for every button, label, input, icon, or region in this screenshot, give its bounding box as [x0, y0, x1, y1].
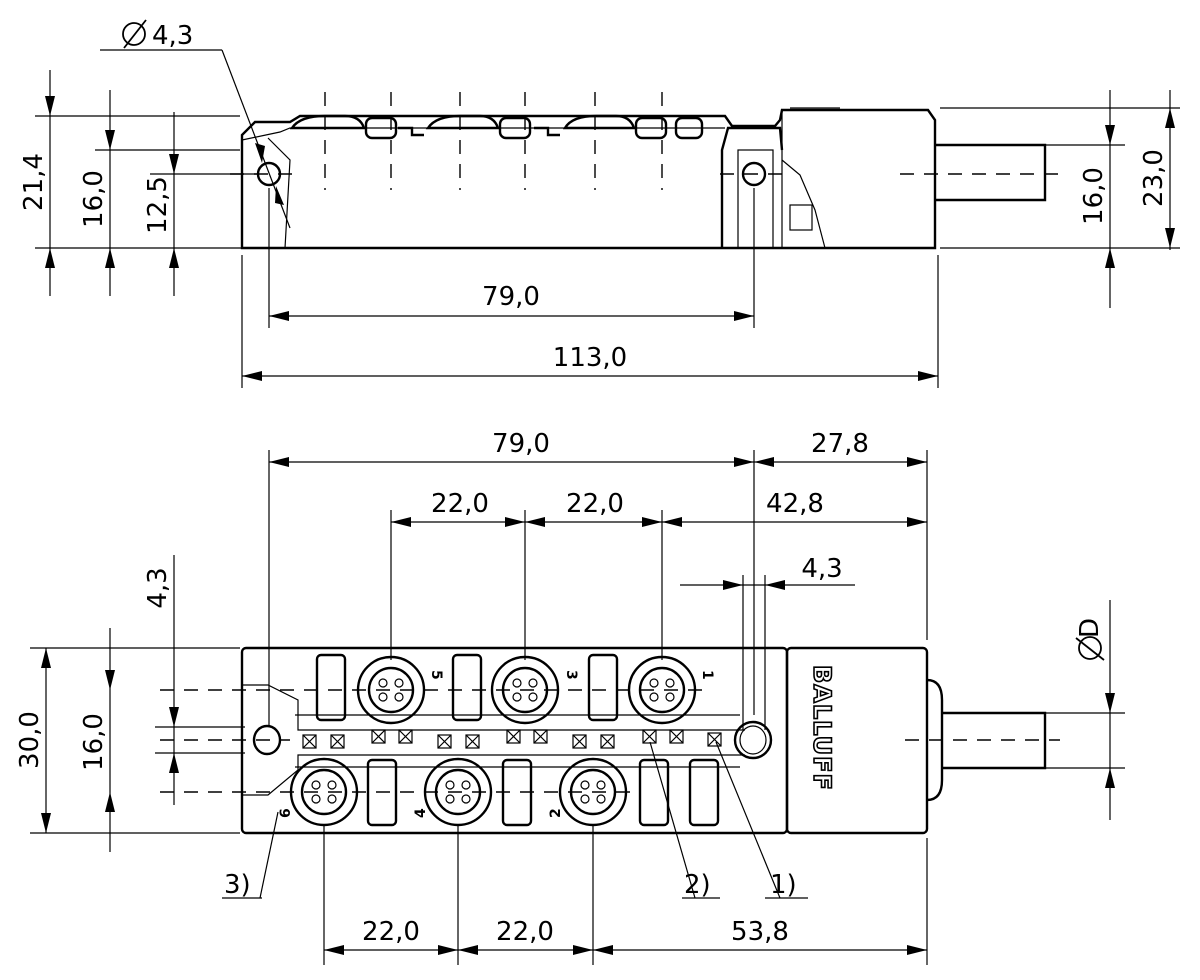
port-5-socket-icon	[356, 655, 426, 725]
dim-side-hole-diameter: 4,3	[152, 21, 193, 51]
dim-top-hole-spacing: 79,0	[492, 429, 550, 459]
port-label-2: 2	[548, 808, 564, 818]
port-label-4: 4	[413, 808, 429, 818]
dim-top-hole-width: 4,3	[801, 554, 842, 584]
dim-top-vertical-43: 4,3	[143, 567, 173, 608]
port-label-5: 5	[428, 670, 444, 680]
callouts: 1) 2) 3)	[222, 741, 808, 900]
dim-top-row-spacing: 16,0	[79, 713, 109, 771]
status-led-row	[302, 729, 722, 749]
dim-side-height-16: 16,0	[79, 170, 109, 228]
brand-logo: BALLUFF	[808, 665, 836, 791]
dim-side-head-height: 23,0	[1139, 149, 1169, 207]
dim-top-offset-right: 42,8	[766, 489, 824, 519]
dim-cable-diameter: D	[1075, 618, 1105, 638]
top-mount-hole-right	[733, 720, 773, 760]
dim-side-height-12: 12,5	[143, 176, 173, 234]
callout-1: 1)	[770, 870, 797, 900]
dim-side-hole-spacing: 79,0	[482, 282, 540, 312]
top-led-windows	[315, 653, 619, 722]
port-label-3: 3	[563, 670, 579, 680]
port-1-socket-icon	[627, 655, 697, 725]
diameter-symbol-icon	[122, 19, 147, 49]
top-view: 5 3 1 6 4 2 BALLUFF	[160, 510, 1060, 965]
dim-top-pitch-b: 22,0	[566, 489, 624, 519]
dim-bottom-offset-right: 53,8	[731, 917, 789, 947]
callout-2: 2)	[684, 870, 711, 900]
dim-side-total-length: 113,0	[553, 343, 627, 373]
port-label-1: 1	[699, 670, 715, 680]
dim-bottom-pitch-b: 22,0	[496, 917, 554, 947]
top-dimensions: 79,0 27,8 22,0 22,0 42,8 4,3 4,3 30,0	[15, 429, 1125, 965]
diameter-symbol-icon	[1075, 636, 1105, 661]
dim-bottom-pitch-a: 22,0	[362, 917, 420, 947]
dim-top-pitch-a: 22,0	[431, 489, 489, 519]
port-label-6: 6	[278, 808, 294, 818]
side-connector-caps	[289, 114, 704, 140]
dim-top-width: 30,0	[15, 711, 45, 769]
dim-top-head-length: 27,8	[811, 429, 869, 459]
port-6-socket-icon	[289, 757, 359, 827]
dim-side-cable-height: 16,0	[1079, 167, 1109, 225]
side-dimensions: 21,4 16,0 12,5 4,3 79,0 113,	[19, 19, 1180, 388]
side-view	[230, 92, 1060, 250]
dim-side-height-total: 21,4	[19, 153, 49, 211]
callout-3: 3)	[224, 870, 251, 900]
side-mount-hole-right	[741, 161, 767, 187]
